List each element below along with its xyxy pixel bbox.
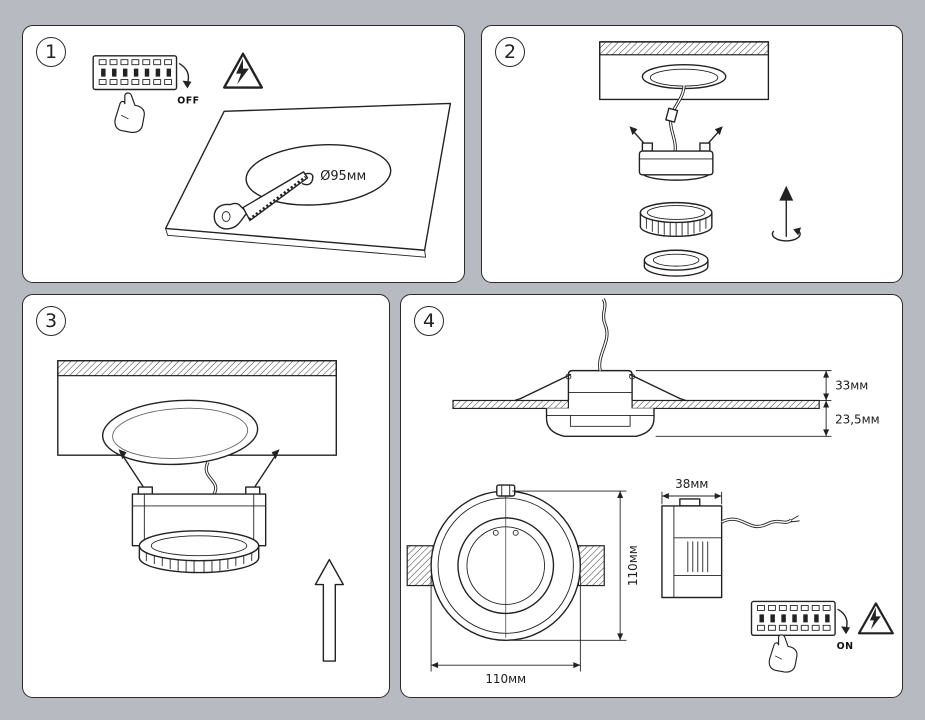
- switch-off-arrow: [178, 63, 192, 89]
- panel-2-illustration: [599, 41, 802, 277]
- hole-diameter-label: Ø95мм: [320, 169, 366, 184]
- supply-wire: [665, 85, 686, 152]
- side-wire: [720, 515, 800, 529]
- on-label: ON: [837, 641, 854, 652]
- switch-on-arrow: [837, 608, 851, 635]
- trim-ring: [643, 249, 709, 277]
- spring-left: [513, 373, 572, 402]
- panel-4-illustration: 33мм 23,5мм 110мм: [406, 298, 894, 686]
- installed-fixture-disc: [101, 399, 259, 466]
- side-view: 38мм: [661, 477, 800, 599]
- spring-mount-right: [699, 142, 711, 152]
- breaker-terminals-bottom: [757, 624, 831, 631]
- spring-right: [629, 373, 687, 402]
- panel-step-2: 2: [481, 25, 903, 283]
- front-height-label: 110мм: [626, 545, 640, 586]
- section-view: 33мм 23,5мм: [452, 298, 880, 437]
- step-number-2: 2: [495, 37, 525, 67]
- step-number-3: 3: [36, 306, 66, 336]
- circuit-breaker-on: ON: [750, 600, 894, 673]
- side-width-dimension: 38мм: [661, 477, 723, 505]
- front-width-dimension: 110мм: [430, 575, 581, 686]
- keyhole-saw-icon: [213, 171, 314, 230]
- breaker-terminals-bottom: [98, 79, 173, 85]
- gx53-lamp: [639, 201, 713, 238]
- electric-hazard-icon: [857, 602, 894, 635]
- hand-icon: [114, 92, 145, 134]
- ceiling-hole: [641, 64, 727, 90]
- insert-twist-arrow: [771, 185, 802, 242]
- front-view: 110мм 110мм: [406, 484, 640, 686]
- panel-step-3: 3: [22, 294, 390, 698]
- electric-hazard-icon: [222, 52, 264, 89]
- front-height-dimension: 110мм: [512, 490, 640, 641]
- ceiling-tile: Ø95мм: [164, 102, 452, 258]
- breaker-toggles: [101, 68, 172, 77]
- push-up-arrow: [314, 558, 344, 662]
- off-label: OFF: [177, 95, 199, 106]
- spring-box-right: [577, 545, 605, 587]
- step-number-4: 4: [414, 306, 444, 336]
- circuit-breaker-off: OFF: [92, 55, 199, 134]
- side-width-label: 38мм: [675, 477, 708, 491]
- panel-1-illustration: OFF Ø95мм: [92, 52, 452, 258]
- top-clip: [496, 484, 516, 497]
- fixture-housing: [629, 126, 723, 181]
- breaker-terminals-top: [757, 605, 831, 611]
- wire-connector: [665, 107, 679, 123]
- section-dimensions: 33мм 23,5мм: [635, 370, 880, 437]
- recess-above-label: 33мм: [835, 379, 868, 393]
- breaker-toggles: [759, 614, 830, 623]
- panel-step-1: OFF Ø95мм 1: [22, 25, 465, 283]
- panel-step-4: 33мм 23,5мм 110мм: [400, 294, 903, 698]
- spring-mount-left: [641, 142, 654, 152]
- spring-box-left: [406, 545, 434, 587]
- side-top-bracket: [679, 498, 701, 507]
- lamp-module: [118, 449, 280, 574]
- panel-3-illustration: [57, 360, 344, 662]
- supply-wire: [204, 461, 218, 495]
- breaker-terminals-top: [98, 59, 173, 66]
- front-width-label: 110мм: [485, 672, 526, 686]
- hand-icon: [768, 634, 798, 673]
- recess-below-label: 23,5мм: [835, 412, 880, 426]
- step-number-1: 1: [36, 37, 66, 67]
